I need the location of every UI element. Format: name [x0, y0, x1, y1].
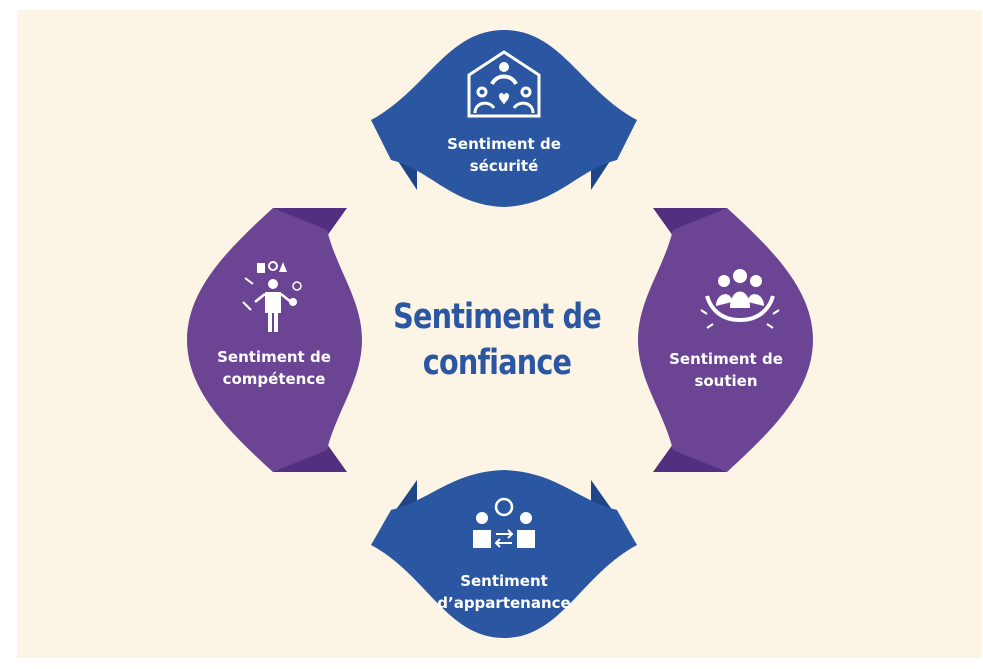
right-petal-line1: Sentiment de: [669, 350, 783, 368]
right-petal-label: Sentiment de soutien: [626, 348, 826, 392]
left-petal-line1: Sentiment de: [217, 348, 331, 366]
left-petal-line2: compétence: [222, 370, 326, 388]
right-petal: [638, 208, 813, 472]
bottom-petal-line1: Sentiment: [460, 572, 548, 590]
center-title-line1: Sentiment de: [393, 297, 602, 337]
right-petal-line2: soutien: [694, 372, 758, 390]
top-petal: [371, 30, 637, 207]
belonging-people-icon: [473, 497, 535, 548]
bottom-petal-line2: d’appartenance: [437, 594, 571, 612]
competence-person-icon: [242, 261, 302, 332]
center-title: Sentiment de confiance: [382, 294, 612, 386]
top-petal-line1: Sentiment de: [447, 135, 561, 153]
diagram-canvas: Sentiment de sécurité Sentiment de compé…: [17, 10, 982, 658]
family-house-icon: [467, 50, 541, 118]
left-petal: [187, 208, 362, 472]
top-petal-label: Sentiment de sécurité: [404, 133, 604, 177]
support-hands-icon: [700, 269, 780, 329]
bottom-petal-label: Sentiment d’appartenance: [404, 570, 604, 614]
confidence-cycle-diagram: [187, 30, 813, 638]
center-title-line2: confiance: [422, 343, 572, 383]
left-petal-label: Sentiment de compétence: [174, 346, 374, 390]
top-petal-line2: sécurité: [469, 157, 539, 175]
bottom-petal: [371, 470, 637, 638]
